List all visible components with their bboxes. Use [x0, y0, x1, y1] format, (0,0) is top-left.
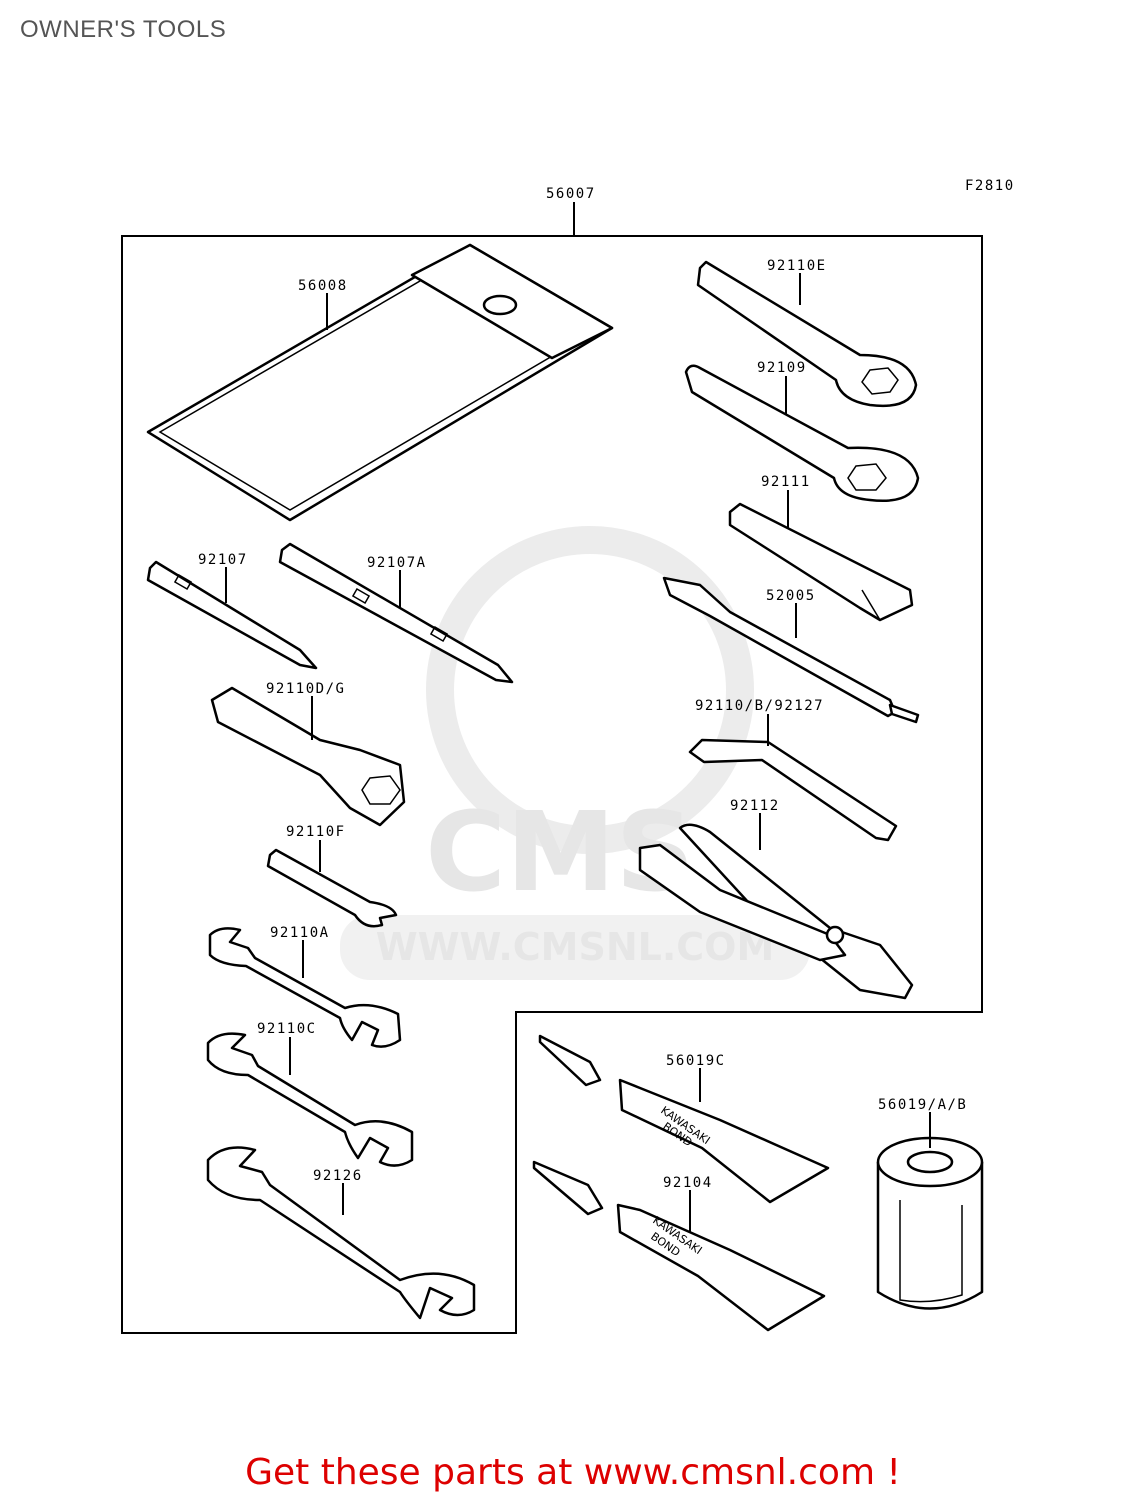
tool-bag-part: [146, 243, 614, 522]
oil-filter-part: [876, 1136, 984, 1310]
footer-promo[interactable]: Get these parts at www.cmsnl.com !: [245, 1452, 901, 1493]
hex-key-part: [688, 738, 898, 842]
page-title: OWNER'S TOOLS: [20, 16, 227, 43]
label-92104: 92104: [663, 1175, 713, 1191]
screwdriver-92107a-part: [278, 542, 514, 684]
label-92109: 92109: [757, 360, 807, 376]
label-56007: 56007: [546, 186, 596, 202]
figure-code: F2810: [965, 178, 1015, 194]
label-92110f: 92110F: [286, 824, 346, 840]
screwdriver-92107-part: [146, 560, 318, 670]
watermark-url: WWW.CMSNL.COM: [376, 925, 775, 969]
spark-plug-tool-part: [662, 576, 920, 724]
extension-bar-part: [728, 502, 914, 622]
label-92107: 92107: [198, 552, 248, 568]
box-wrench-92110e-part: [696, 260, 918, 408]
label-56019ab: 56019/A/B: [878, 1097, 967, 1113]
label-92110-b-92127: 92110/B/92127: [695, 698, 824, 714]
label-52005: 52005: [766, 588, 816, 604]
socket-wrench-part: [210, 686, 406, 827]
label-92110c: 92110C: [257, 1021, 317, 1037]
label-92112: 92112: [730, 798, 780, 814]
open-wrench-92110a-part: [208, 927, 402, 1048]
label-56019c: 56019C: [666, 1053, 726, 1069]
label-92111: 92111: [761, 474, 811, 490]
small-wrench-part: [266, 848, 398, 928]
pliers-part: [638, 823, 914, 1000]
label-92107a: 92107A: [367, 555, 427, 571]
watermark: CMS WWW.CMSNL.COM: [340, 526, 810, 980]
parts-diagram: CMS WWW.CMSNL.COM 56007 F2810 56008 9211…: [121, 178, 1015, 1334]
open-wrench-92110c-part: [206, 1032, 414, 1167]
open-wrench-92126-part: [206, 1146, 476, 1320]
label-92110dg: 92110D/G: [266, 681, 345, 697]
kit-frame: [121, 235, 983, 1334]
label-92110e: 92110E: [767, 258, 827, 274]
label-56008: 56008: [298, 278, 348, 294]
label-92110a: 92110A: [270, 925, 330, 941]
label-92126: 92126: [313, 1168, 363, 1184]
box-wrench-92109-part: [684, 364, 920, 502]
